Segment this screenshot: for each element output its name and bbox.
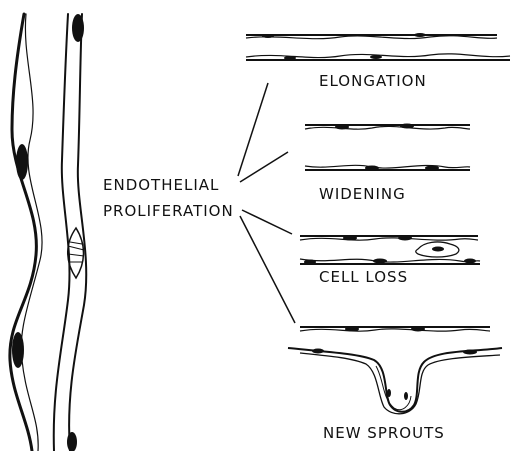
- nucleus: [425, 166, 439, 171]
- short-vessel: [305, 126, 470, 129]
- nucleus: [343, 236, 357, 241]
- nucleus: [312, 349, 324, 354]
- nucleus: [304, 260, 316, 265]
- nucleus: [72, 14, 84, 42]
- nucleus: [12, 332, 24, 368]
- pointer-line: [242, 210, 292, 234]
- nucleus: [387, 389, 391, 397]
- detached-cell: [416, 242, 459, 257]
- cell-loss-vessel: [300, 259, 480, 262]
- sprout: [376, 366, 411, 410]
- capillary-membrane: [21, 14, 42, 451]
- nucleus: [414, 33, 426, 37]
- label-elongation: ELONGATION: [319, 73, 427, 90]
- sprout: [300, 353, 500, 414]
- sprouts-vessel: [300, 329, 490, 331]
- nucleus: [464, 259, 476, 264]
- capillary-right-wall: [69, 14, 86, 451]
- label-cell-loss: CELL LOSS: [319, 269, 408, 286]
- nucleus: [370, 55, 382, 59]
- label-endothelial: ENDOTHELIAL: [103, 177, 219, 194]
- nucleus: [284, 56, 296, 60]
- nucleus: [335, 125, 349, 130]
- nucleus: [404, 392, 408, 400]
- nucleus: [411, 327, 425, 332]
- widening-vessel: [305, 165, 470, 168]
- pointer-line: [238, 83, 268, 176]
- nucleus: [400, 124, 414, 129]
- label-proliferation: PROLIFERATION: [103, 203, 234, 220]
- label-widening: WIDENING: [319, 186, 406, 203]
- nucleus: [365, 166, 379, 171]
- nucleus: [16, 144, 28, 180]
- cell-loss-vessel: [300, 238, 478, 240]
- nucleus: [373, 259, 387, 264]
- nucleus: [345, 327, 359, 332]
- capillary-left-wall: [10, 14, 37, 451]
- nucleus: [262, 34, 274, 38]
- nucleus: [398, 236, 412, 241]
- pointer-line: [240, 152, 288, 182]
- capillary-inner-wall: [54, 14, 70, 451]
- elongation-vessel: [246, 36, 497, 39]
- nucleus: [463, 350, 477, 355]
- label-new-sprouts: NEW SPROUTS: [323, 425, 445, 442]
